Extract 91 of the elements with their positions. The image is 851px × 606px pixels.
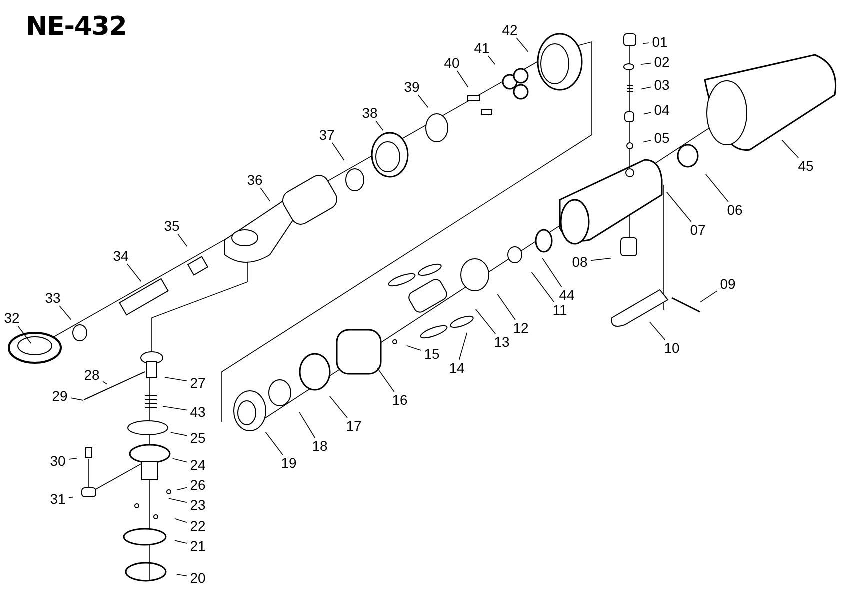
leader-line	[700, 290, 718, 303]
leader-line	[642, 140, 652, 143]
callout-number: 07	[687, 222, 709, 238]
leader-line	[168, 498, 188, 503]
callout-number: 24	[187, 457, 209, 473]
leader-line	[68, 458, 78, 460]
callout-number: 02	[651, 54, 673, 70]
callout-number: 28	[81, 367, 103, 383]
callout-number: 25	[187, 430, 209, 446]
callout-number: 43	[187, 404, 209, 420]
callout-number: 06	[724, 202, 746, 218]
diagram-title: NE-432	[26, 14, 127, 40]
callout-number: 37	[316, 127, 338, 143]
callout-number: 03	[651, 77, 673, 93]
callout-number: 17	[343, 418, 365, 434]
callout-number: 41	[471, 40, 493, 56]
leader-line	[59, 306, 72, 320]
callout-number: 27	[187, 375, 209, 391]
leader-line	[260, 188, 271, 202]
leader-line	[542, 258, 562, 288]
leader-line	[162, 406, 188, 411]
callout-number: 22	[187, 518, 209, 534]
leader-line	[377, 368, 395, 392]
callout-number: 29	[49, 388, 71, 404]
leader-line	[706, 174, 729, 202]
callout-number: 14	[446, 360, 468, 376]
leader-line	[174, 540, 188, 544]
callout-number: 05	[651, 130, 673, 146]
callout-number: 34	[110, 248, 132, 264]
leader-line	[456, 70, 469, 88]
leader-line	[531, 272, 554, 302]
leader-line	[126, 264, 142, 282]
leader-line	[299, 412, 316, 438]
callout-number: 38	[359, 105, 381, 121]
leader-line	[332, 142, 345, 161]
callout-number: 30	[47, 453, 69, 469]
callout-number: 08	[569, 254, 591, 270]
callout-number: 36	[244, 172, 266, 188]
leader-line	[178, 234, 188, 247]
leader-line	[68, 496, 74, 498]
leader-line	[666, 192, 692, 222]
leader-line	[18, 326, 32, 344]
callout-number: 31	[47, 491, 69, 507]
leader-line	[497, 294, 516, 320]
leader-line	[170, 432, 188, 436]
callout-number: 26	[187, 477, 209, 493]
leader-line	[406, 346, 422, 351]
callout-number: 12	[510, 320, 532, 336]
leader-line	[458, 332, 468, 360]
leader-line	[642, 42, 650, 44]
leader-line	[164, 377, 188, 382]
callout-number: 20	[187, 570, 209, 586]
leader-line	[174, 518, 188, 524]
callout-number: 01	[649, 34, 671, 50]
callout-number: 15	[421, 346, 443, 362]
leader-line	[640, 86, 652, 90]
callout-number: 13	[491, 334, 513, 350]
callout-number: 42	[499, 22, 521, 38]
callout-number: 21	[187, 538, 209, 554]
callout-number: 39	[401, 79, 423, 95]
callout-number: 11	[549, 302, 571, 318]
callout-number: 23	[187, 497, 209, 513]
callout-number: 33	[42, 290, 64, 306]
callout-number: 35	[161, 218, 183, 234]
leader-line	[176, 487, 188, 491]
leader-line	[172, 458, 188, 463]
callout-number: 10	[661, 340, 683, 356]
callout-number: 19	[278, 455, 300, 471]
leader-line	[265, 432, 284, 456]
leader-line	[488, 56, 496, 66]
leader-line	[650, 322, 666, 340]
callout-number: 04	[651, 102, 673, 118]
callout-number: 16	[389, 392, 411, 408]
callout-number: 45	[795, 158, 817, 174]
leader-line	[644, 112, 652, 115]
leader-line	[590, 258, 612, 262]
leader-line	[418, 94, 429, 108]
leader-line	[102, 381, 108, 385]
callout-number: 32	[1, 310, 23, 326]
leader-line	[640, 62, 652, 66]
callout-number: 09	[717, 276, 739, 292]
leader-line	[782, 140, 799, 158]
callout-number: 44	[556, 287, 578, 303]
leader-line	[516, 38, 528, 52]
leader-line	[70, 398, 84, 401]
callout-number: 18	[309, 438, 331, 454]
callout-number: 40	[441, 55, 463, 71]
leader-line	[176, 574, 188, 577]
leader-line	[330, 396, 348, 418]
leader-line	[376, 120, 384, 131]
leader-line	[475, 308, 496, 334]
